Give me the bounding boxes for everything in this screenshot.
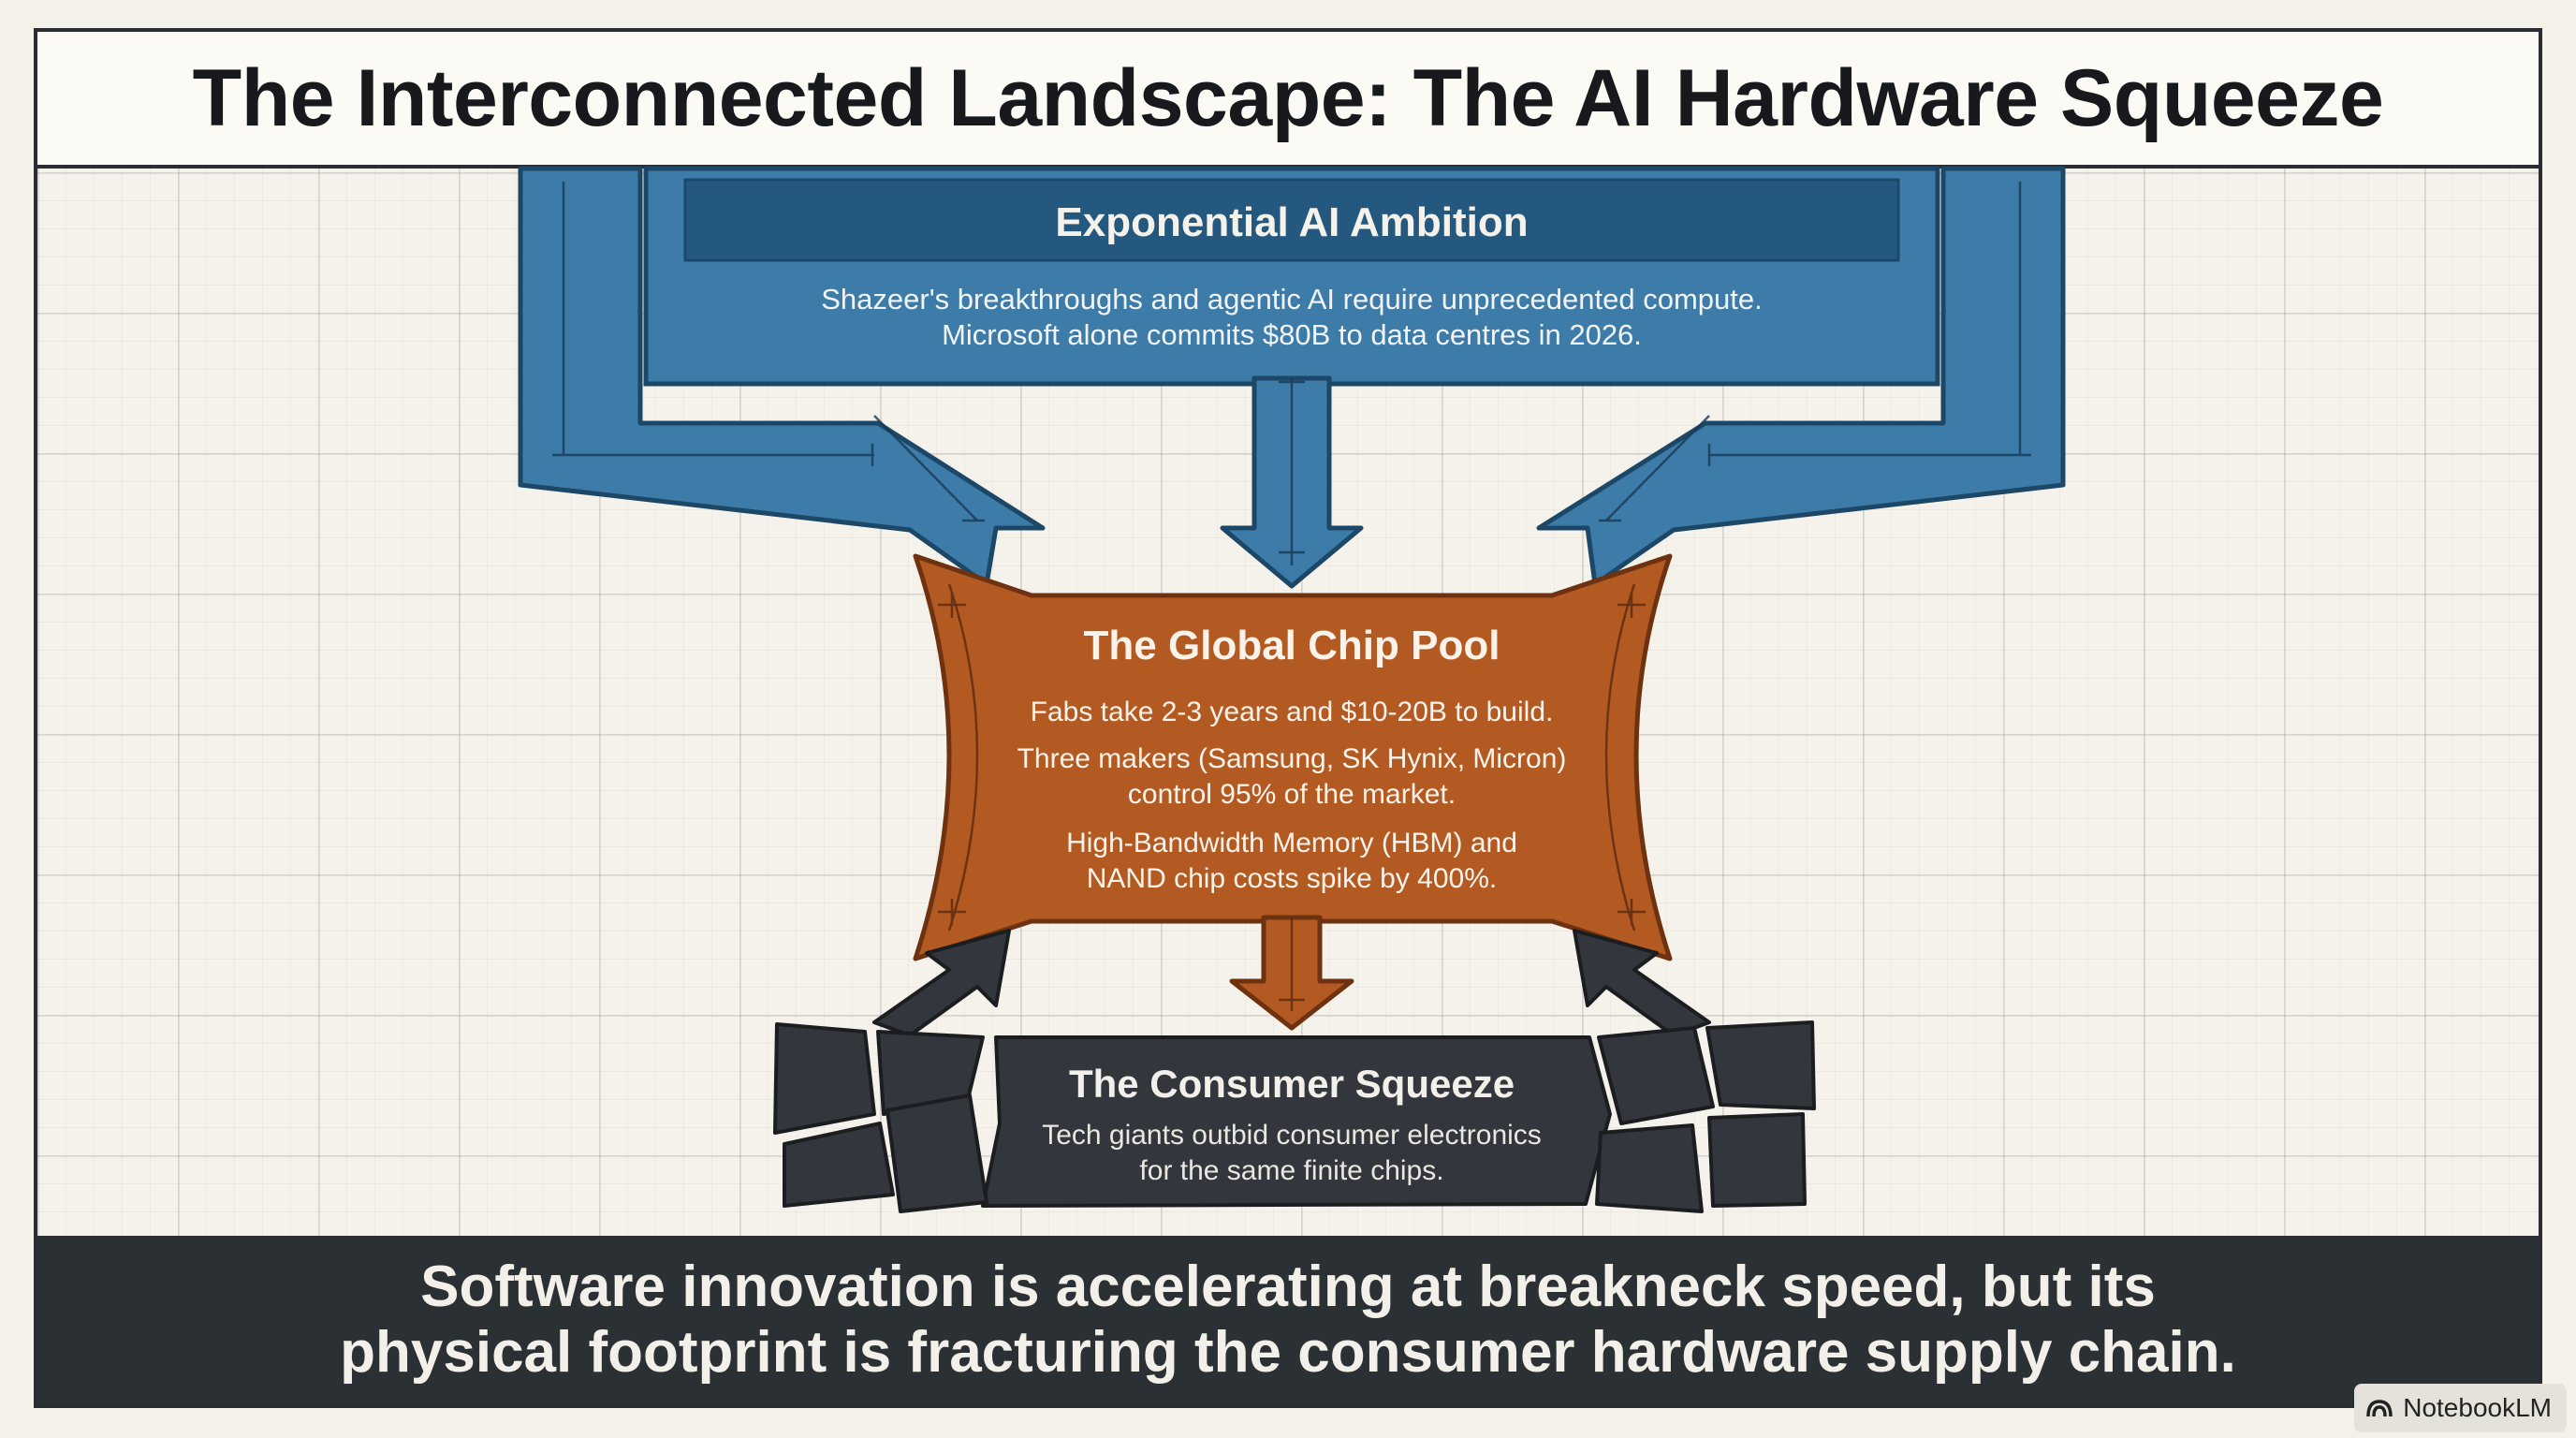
fracture-tile	[1595, 1123, 1704, 1213]
footer-line-1: Software innovation is accelerating at b…	[420, 1255, 2156, 1319]
fracture-tile	[886, 1093, 988, 1213]
pushback-arrows	[872, 929, 1711, 1037]
ambition-header-band	[683, 178, 1900, 262]
left-up-arrow	[872, 929, 1011, 1037]
ambition-shape	[518, 166, 2066, 589]
ambition-line-1: Shazeer's breakthroughs and agentic AI r…	[821, 283, 1762, 315]
flow-diagram: Exponential AI Ambition Shazeer's breakt…	[518, 166, 2066, 1213]
ambition-heading: Exponential AI Ambition	[1055, 199, 1528, 245]
fracture-tile	[1707, 1112, 1807, 1208]
chip-pool-p2-line-2: control 95% of the market.	[1128, 779, 1456, 810]
fracture-tile	[783, 1122, 895, 1208]
diagram-text: Exponential AI Ambition Shazeer's breakt…	[821, 199, 1762, 1186]
chip-pool-p1: Fabs take 2-3 years and $10-20B to build…	[1031, 697, 1554, 727]
consumer-line-2: for the same finite chips.	[1139, 1155, 1443, 1186]
ambition-left-channel	[518, 166, 1046, 587]
page-title: The Interconnected Landscape: The AI Har…	[192, 52, 2384, 143]
footer-banner: Software innovation is accelerating at b…	[37, 1236, 2539, 1404]
badge-label: NotebookLM	[2403, 1393, 2552, 1422]
chip-pool-heading: The Global Chip Pool	[1084, 623, 1500, 668]
chip-pool-box	[913, 553, 1673, 961]
consumer-shape	[773, 1020, 1816, 1213]
diagram-canvas: The Interconnected Landscape: The AI Har…	[34, 28, 2542, 1408]
consumer-box	[981, 1035, 1612, 1208]
footer-line-2: physical footprint is fracturing the con…	[340, 1320, 2236, 1385]
chip-pool-p3-line-2: NAND chip costs spike by 400%.	[1087, 863, 1498, 894]
right-up-arrow	[1573, 929, 1711, 1037]
consumer-heading: The Consumer Squeeze	[1069, 1062, 1515, 1106]
fracture-tile	[773, 1022, 876, 1135]
notebooklm-badge[interactable]: NotebookLM	[2354, 1384, 2567, 1432]
fracture-tile	[1705, 1020, 1816, 1110]
notebooklm-logo-icon	[2366, 1400, 2393, 1417]
chip-pool-p2-line-1: Three makers (Samsung, SK Hynix, Micron)	[1017, 743, 1567, 774]
chip-pool-p3-line-1: High-Bandwidth Memory (HBM) and	[1066, 828, 1517, 858]
title-bar: The Interconnected Landscape: The AI Har…	[37, 32, 2539, 169]
chip-pool-shape	[913, 553, 1673, 1031]
consumer-line-1: Tech giants outbid consumer electronics	[1042, 1120, 1542, 1151]
ambition-line-2: Microsoft alone commits $80B to data cen…	[942, 318, 1642, 351]
ambition-right-channel	[1536, 166, 2066, 587]
fracture-tile	[1597, 1026, 1715, 1125]
